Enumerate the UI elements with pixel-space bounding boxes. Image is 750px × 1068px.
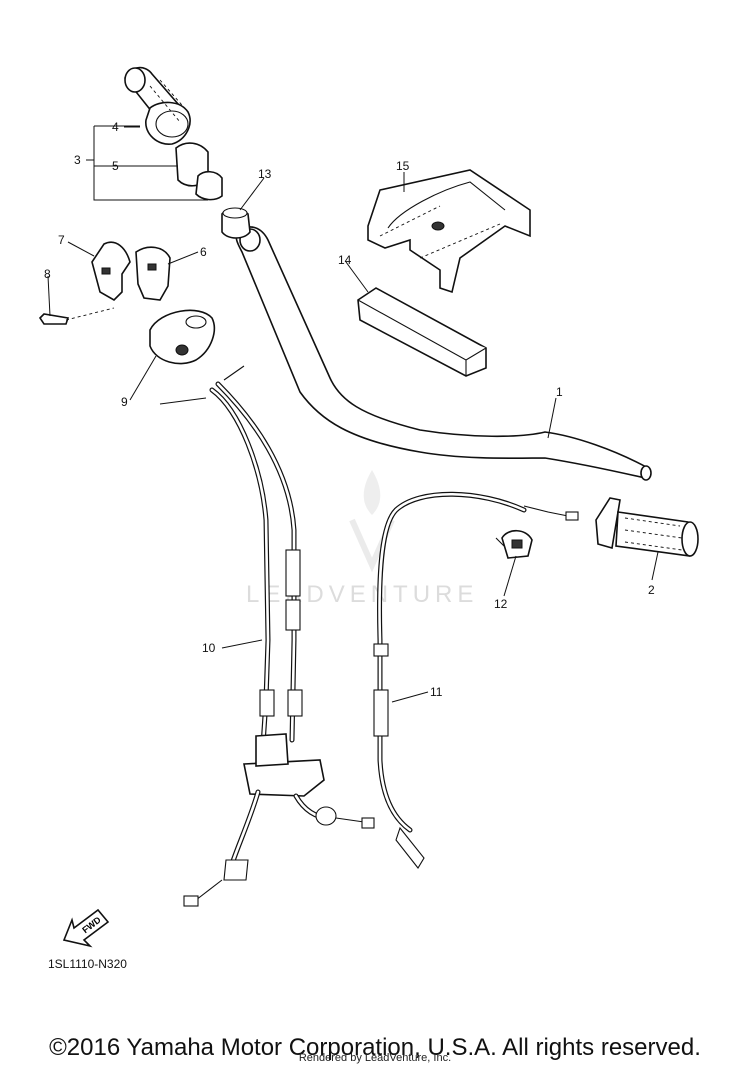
handlebar-pad-part <box>357 287 487 377</box>
callout-4: 4 <box>112 120 119 134</box>
collar-part <box>221 207 251 239</box>
throttle-tube-part <box>149 309 216 365</box>
callout-9: 9 <box>121 395 128 409</box>
switch-housing-lower <box>135 246 171 301</box>
callout-10: 10 <box>202 641 216 655</box>
callout-7: 7 <box>58 233 65 247</box>
handlebar-part <box>235 226 652 481</box>
adjuster-part <box>495 529 533 559</box>
callout-3: 3 <box>74 153 81 167</box>
copyright-text: ©2016 Yamaha Motor Corporation, U.S.A. A… <box>49 1034 701 1061</box>
leader-lines <box>47 125 659 703</box>
diagram-code: 1SL1110-N320 <box>48 957 127 971</box>
right-grip-part <box>595 497 699 557</box>
callout-12: 12 <box>494 597 508 611</box>
switch-housing-upper <box>91 241 131 301</box>
fwd-arrow-icon: FWD <box>62 908 110 948</box>
clutch-cable-part <box>373 491 579 869</box>
callout-labels: 1 2 3 4 5 6 7 8 9 10 11 12 13 14 15 <box>44 120 655 699</box>
callout-5: 5 <box>112 159 119 173</box>
callout-11: 11 <box>430 685 443 699</box>
callout-2: 2 <box>648 583 655 597</box>
callout-1: 1 <box>556 385 563 399</box>
watermark-logo-icon <box>349 470 395 573</box>
callout-15: 15 <box>396 159 410 173</box>
screw-part <box>38 307 115 325</box>
watermark-text: LEADVENTURE <box>246 581 478 608</box>
callout-14: 14 <box>338 253 352 267</box>
left-grip-assembly <box>124 66 223 201</box>
handlebar-cover-part <box>367 169 531 294</box>
throttle-cable-part <box>159 365 375 907</box>
callout-8: 8 <box>44 267 51 281</box>
callout-13: 13 <box>258 167 272 181</box>
callout-6: 6 <box>200 245 207 259</box>
watermark: LEADVENTURE <box>246 470 478 608</box>
rendered-by-text: Rendered by LeadVenture, Inc. <box>298 1052 452 1064</box>
